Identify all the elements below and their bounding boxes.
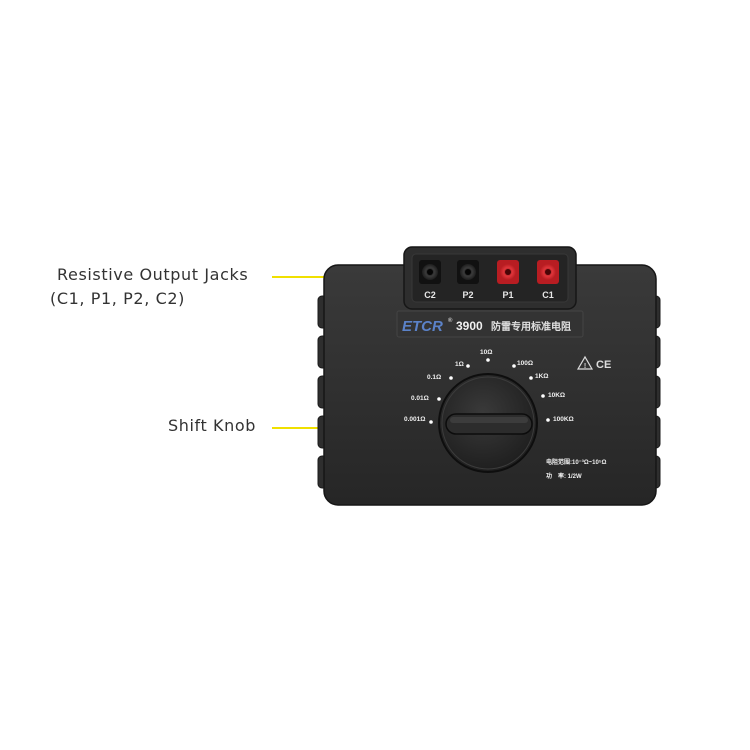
scale-label-10: 10Ω xyxy=(480,349,492,356)
scale-label-100: 100Ω xyxy=(517,360,533,367)
scale-label-1k: 1KΩ xyxy=(535,373,549,380)
jack-p2[interactable] xyxy=(457,260,479,284)
scale-label-001: 0.01Ω xyxy=(411,395,429,402)
scale-label-01: 0.1Ω xyxy=(427,374,441,381)
warning-icon: ! xyxy=(576,355,594,370)
svg-text:!: ! xyxy=(584,363,586,370)
shift-knob[interactable] xyxy=(438,373,538,473)
scale-label-10k: 10KΩ xyxy=(548,392,565,399)
brand-panel xyxy=(396,310,584,338)
brand-logo: ETCR xyxy=(402,318,443,335)
ce-mark: CE xyxy=(596,359,611,371)
scale-label-100k: 100KΩ xyxy=(553,416,574,423)
jacks-callout-label: Resistive Output Jacks xyxy=(57,265,249,284)
scale-label-0001: 0.001Ω xyxy=(404,416,425,423)
brand-registered: ® xyxy=(448,317,453,324)
jack-label-c1: C1 xyxy=(542,290,554,300)
scale-dots xyxy=(429,358,550,424)
jack-c1[interactable] xyxy=(537,260,559,284)
jack-c2[interactable] xyxy=(419,260,441,284)
spec-range: 电阻范围:10⁻³Ω~10⁵Ω xyxy=(546,458,607,466)
jack-label-c2: C2 xyxy=(424,290,436,300)
jacks-callout-label-line2: (C1, P1, P2, C2) xyxy=(50,289,185,308)
model-number: 3900 xyxy=(456,319,483,333)
spec-power: 功 率: 1/2W xyxy=(546,472,582,480)
knob-callout-label: Shift Knob xyxy=(168,416,257,435)
model-subtitle: 防雷专用标准电阻 xyxy=(491,320,571,333)
scale-label-1: 1Ω xyxy=(455,361,464,368)
jack-p1[interactable] xyxy=(497,260,519,284)
jack-label-p2: P2 xyxy=(462,290,473,300)
jack-label-p1: P1 xyxy=(502,290,513,300)
